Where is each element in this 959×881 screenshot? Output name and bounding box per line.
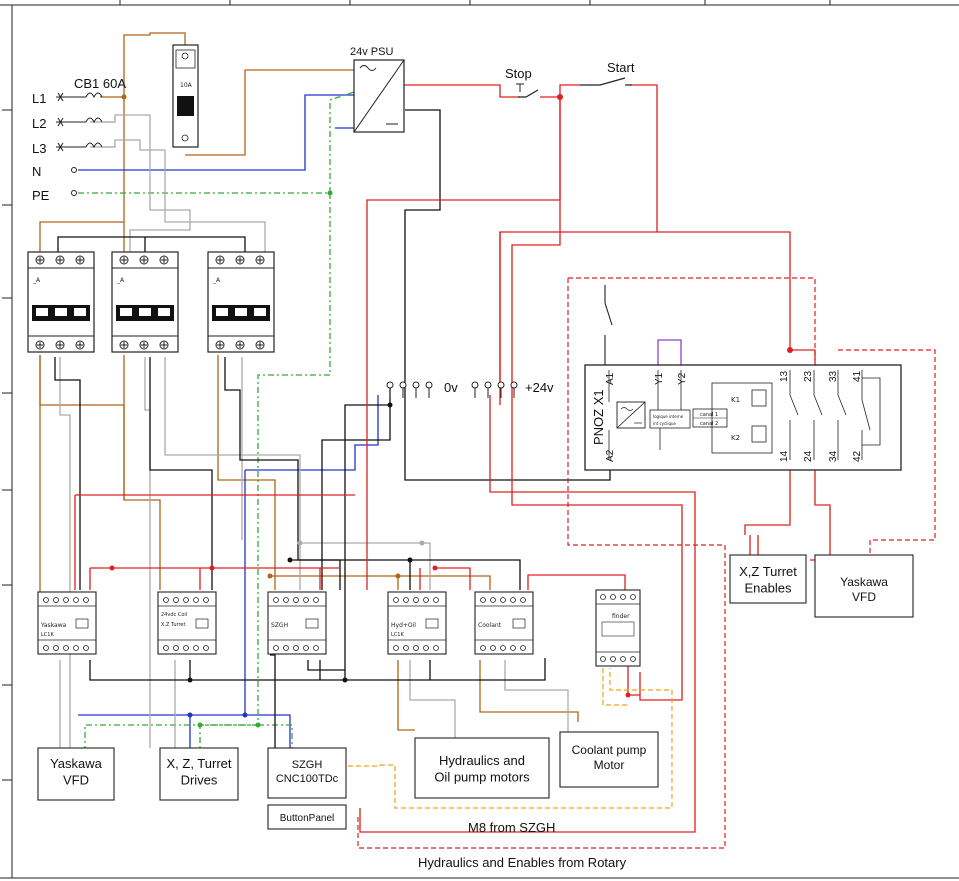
- pnoz-logic-1: logique interne: [653, 414, 684, 419]
- contactor-coolant-label: Coolant: [478, 622, 502, 629]
- breaker-cb1-label: CB1 60A: [74, 76, 126, 91]
- pnoz-23: 23: [803, 370, 814, 382]
- breaker-10a: 10A: [172, 44, 199, 148]
- wire-orange-dashed: [348, 668, 673, 809]
- wire-grey: [59, 114, 569, 748]
- switch-contact: [604, 285, 613, 365]
- psu-label: 24v PSU: [350, 46, 393, 58]
- pnoz-k1: K1: [731, 396, 740, 404]
- cable-rotary-label: Hydraulics and Enables from Rotary: [418, 855, 627, 870]
- safety-relay-pnoz: PNOZ X1 A1 Y1 Y2 13 23 33 41 A2 14 24 34…: [584, 364, 902, 471]
- main-supply: CB1 60A L1 L2 L3 N PE: [32, 76, 126, 203]
- svg-text:_A: _A: [32, 277, 41, 284]
- bus-0v-label: 0v: [444, 380, 458, 395]
- wire-l1-brown: [39, 32, 579, 731]
- wire-black: [54, 109, 611, 748]
- wire-red: [74, 84, 831, 833]
- contactor-hyd-oil: Hyd+Oil LC1K: [387, 591, 447, 655]
- contactor-turret: 24vdc Coil X,Z Turret: [157, 591, 217, 655]
- svg-text:_A: _A: [212, 277, 221, 284]
- line-pe-label: PE: [32, 188, 50, 203]
- pnoz-y2: Y2: [677, 372, 688, 385]
- breaker-10a-rating: 10A: [180, 82, 193, 89]
- pnoz-24: 24: [803, 450, 814, 462]
- contactor-turret-label: 24vdc Coil: [161, 612, 187, 618]
- stop-label: Stop: [505, 66, 532, 81]
- pnoz-34: 34: [828, 450, 839, 462]
- stop-button: Stop: [505, 66, 539, 98]
- pnoz-a2: A2: [605, 449, 616, 462]
- line-l1-label: L1: [32, 91, 46, 106]
- line-l3-label: L3: [32, 141, 46, 156]
- button-panel-label: ButtonPanel: [280, 813, 335, 824]
- contactor-szgh-label: SZGH: [271, 622, 288, 629]
- contactor-yaskawa-maker: LC1K: [41, 632, 54, 638]
- pnoz-a1: A1: [605, 372, 616, 385]
- breaker-3pole-3: _A: [207, 251, 275, 353]
- cable-m8-label: M8 from SZGH: [468, 820, 555, 835]
- contactor-hyd-label: Hyd+Oil: [391, 622, 416, 629]
- line-l2-label: L2: [32, 116, 46, 131]
- wire-red-dashed: [357, 277, 936, 849]
- pnoz-41: 41: [852, 370, 863, 382]
- pnoz-canal-1: canal 1: [700, 412, 718, 418]
- pnoz-name: PNOZ X1: [591, 389, 606, 445]
- relay-finder: finder: [595, 589, 641, 667]
- relay-finder-label: finder: [612, 613, 630, 620]
- breaker-3pole-1: _A: [27, 251, 95, 353]
- contactor-turret-sub: X,Z Turret: [161, 622, 185, 628]
- contactor-szgh: SZGH: [267, 591, 327, 655]
- pnoz-y1: Y1: [654, 372, 665, 385]
- breaker-3pole-2: _A: [111, 251, 179, 353]
- contactor-hyd-maker: LC1K: [391, 632, 404, 638]
- svg-text:_A: _A: [116, 277, 125, 284]
- start-button: Start: [580, 60, 635, 86]
- psu-24v: 24v PSU: [350, 46, 405, 133]
- pnoz-logic-2: int cyclique: [653, 421, 677, 426]
- contactor-yaskawa-label: Yaskawa: [40, 622, 67, 629]
- pnoz-42: 42: [852, 450, 863, 462]
- contactor-yaskawa: Yaskawa LC1K: [37, 591, 97, 655]
- line-n-label: N: [32, 164, 41, 179]
- pnoz-k2: K2: [731, 434, 740, 442]
- pnoz-33: 33: [828, 370, 839, 382]
- terminal-bus: 0v +24v: [386, 380, 554, 398]
- wire-purple: [657, 339, 682, 365]
- bus-24v-label: +24v: [525, 380, 554, 395]
- contactor-coolant: Coolant: [474, 591, 534, 655]
- box-button-panel: ButtonPanel: [267, 804, 347, 830]
- pnoz-14: 14: [779, 450, 790, 462]
- pnoz-canal-2: canal 2: [700, 421, 718, 427]
- start-label: Start: [607, 60, 635, 75]
- wire-n-blue: [78, 94, 379, 748]
- junction-dots: [109, 94, 793, 728]
- pnoz-13: 13: [779, 370, 790, 382]
